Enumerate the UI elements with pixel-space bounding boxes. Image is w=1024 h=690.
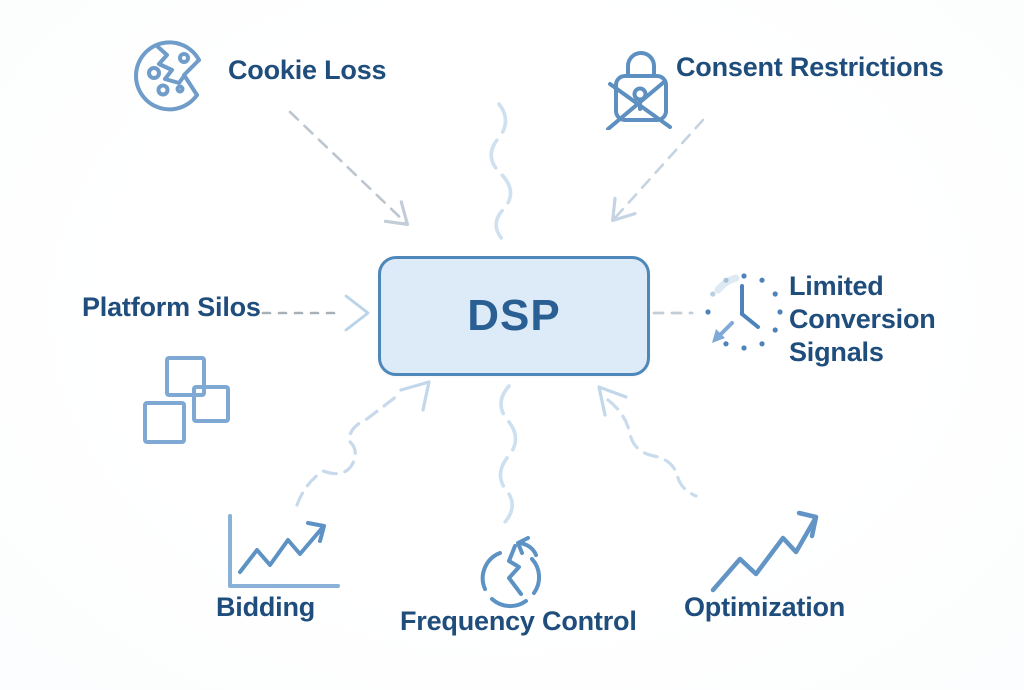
dsp-label: DSP [467,291,561,340]
connector-optimization-to-dsp [606,398,698,498]
connector-bottom-wavy [498,384,518,524]
connector-cookie-to-dsp [288,110,410,226]
node-label-consent-restrictions: Consent Restrictions [676,52,944,82]
connector-bidding-to-dsp [295,394,399,507]
connector-consent-to-dsp [611,118,705,223]
connector-bidding-arrowhead [399,380,431,412]
dsp-center-box: DSP [378,256,650,376]
connector-optimization-arrowhead [597,385,628,417]
dotted-clock-icon [705,273,783,351]
trend-up-arrow-icon [710,510,819,593]
node-label-bidding: Bidding [216,592,316,622]
crossed-padlock-icon [606,51,672,130]
stacked-squares-icon [143,356,230,444]
broken-cookie-icon [134,40,201,112]
node-label-cookie-loss: Cookie Loss [228,55,387,85]
node-label-optimization: Optimization [684,592,846,622]
connector-top-wavy [489,102,513,246]
node-label-limited-conversion-signals: Limited Conversion Signals [789,271,936,367]
node-label-frequency-control: Frequency Control [400,606,637,636]
node-label-platform-silos: Platform Silos [82,292,261,322]
connector-silos-arrowhead [344,294,370,332]
cycle-clock-icon [480,536,542,609]
bid-chart-icon [228,514,340,588]
